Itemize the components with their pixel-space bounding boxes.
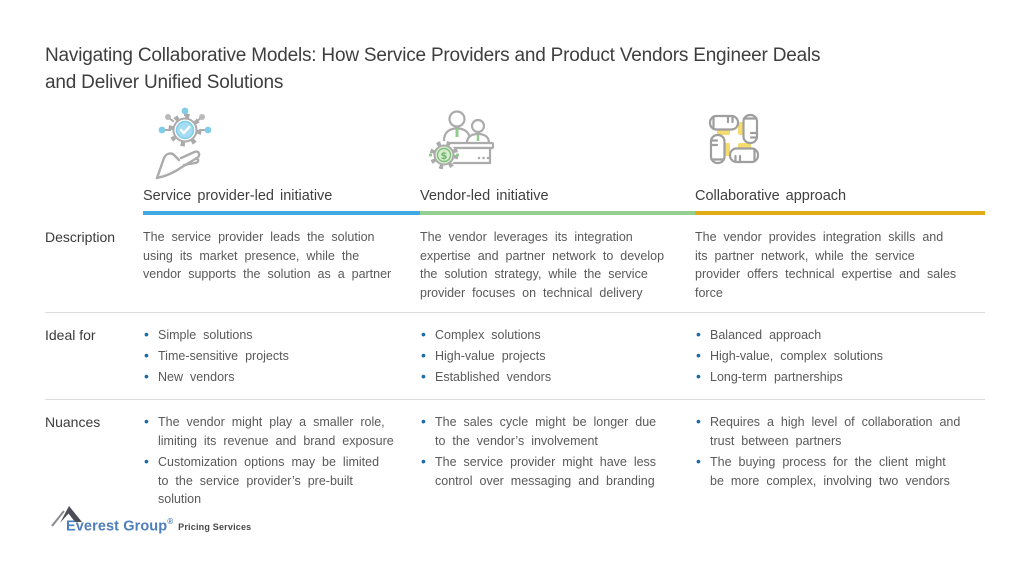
list-item: Long-term partnerships [695, 367, 961, 387]
list-item: High-value projects [420, 346, 671, 366]
accent-segment-green [420, 211, 695, 215]
infographic-slide: Navigating Collaborative Models: How Ser… [0, 42, 1024, 522]
list-item: The buying process for the client might … [695, 452, 961, 490]
row-label-ideal-for: Ideal for [45, 327, 96, 343]
ideal-for-cell-service-provider: Simple solutions Time-sensitive projects… [143, 325, 420, 389]
list-item: High-value, complex solutions [695, 346, 961, 366]
vendor-sales-desk-dollar-gear-icon: $ [428, 102, 695, 182]
list-item: Balanced approach [695, 325, 961, 345]
list-item: Time-sensitive projects [143, 346, 396, 366]
page-title-line2: and Deliver Unified Solutions [45, 72, 284, 93]
everest-group-logo: Everest Group® Pricing Services [50, 504, 280, 540]
four-hands-puzzle-icon [703, 102, 985, 182]
accent-segment-gold [695, 211, 985, 215]
column-header-service-provider-led: Service provider-led initiative [143, 96, 420, 211]
svg-text:$: $ [441, 151, 448, 162]
list-item: Simple solutions [143, 325, 396, 345]
page-title: Navigating Collaborative Models: How Ser… [45, 42, 985, 96]
accent-segment-blue [143, 211, 420, 215]
list-item: Complex solutions [420, 325, 671, 345]
brand-tagline: Pricing Services [178, 522, 252, 533]
list-item: New vendors [143, 367, 396, 387]
column-title: Vendor-led initiative [420, 188, 549, 204]
list-item: Established vendors [420, 367, 671, 387]
description-cell-service-provider: The service provider leads the solution … [143, 230, 392, 281]
nuances-cell-vendor: The sales cycle might be longer due to t… [420, 412, 695, 512]
row-label-spacer [45, 96, 143, 211]
accent-bar [143, 211, 985, 215]
description-cell-collaborative: The vendor provides integration skills a… [695, 230, 957, 300]
list-item: The service provider might have less con… [420, 452, 671, 490]
nuances-cell-service-provider: The vendor might play a smaller role, li… [143, 412, 420, 512]
column-header-vendor-led: $ Vendor-led initiative [420, 96, 695, 211]
hand-presenting-network-gear-icon [151, 102, 420, 182]
nuances-row: Nuances The vendor might play a smaller … [45, 400, 985, 522]
column-header-row: Service provider-led initiative [45, 96, 985, 211]
description-row: Description The service provider leads t… [45, 215, 985, 313]
mountain-peak-icon [51, 506, 82, 527]
page-title-line1: Navigating Collaborative Models: How Ser… [45, 45, 821, 66]
ideal-for-cell-vendor: Complex solutions High-value projects Es… [420, 325, 695, 389]
nuances-cell-collaborative: Requires a high level of collaboration a… [695, 412, 985, 512]
list-item: Requires a high level of collaboration a… [695, 412, 961, 450]
brand-name: Everest Group [66, 518, 168, 535]
row-label-nuances: Nuances [45, 414, 101, 430]
list-item: The sales cycle might be longer due to t… [420, 412, 671, 450]
row-label-description: Description [45, 229, 116, 245]
ideal-for-row: Ideal for Simple solutions Time-sensitiv… [45, 313, 985, 400]
registered-mark: ® [167, 517, 174, 526]
description-cell-vendor: The vendor leverages its integration exp… [420, 230, 665, 300]
list-item: The vendor might play a smaller role, li… [143, 412, 396, 450]
column-title: Collaborative approach [695, 188, 847, 204]
column-header-collaborative: Collaborative approach [695, 96, 985, 211]
column-title: Service provider-led initiative [143, 188, 333, 204]
list-item: Customization options may be limited to … [143, 452, 396, 509]
ideal-for-cell-collaborative: Balanced approach High-value, complex so… [695, 325, 985, 389]
